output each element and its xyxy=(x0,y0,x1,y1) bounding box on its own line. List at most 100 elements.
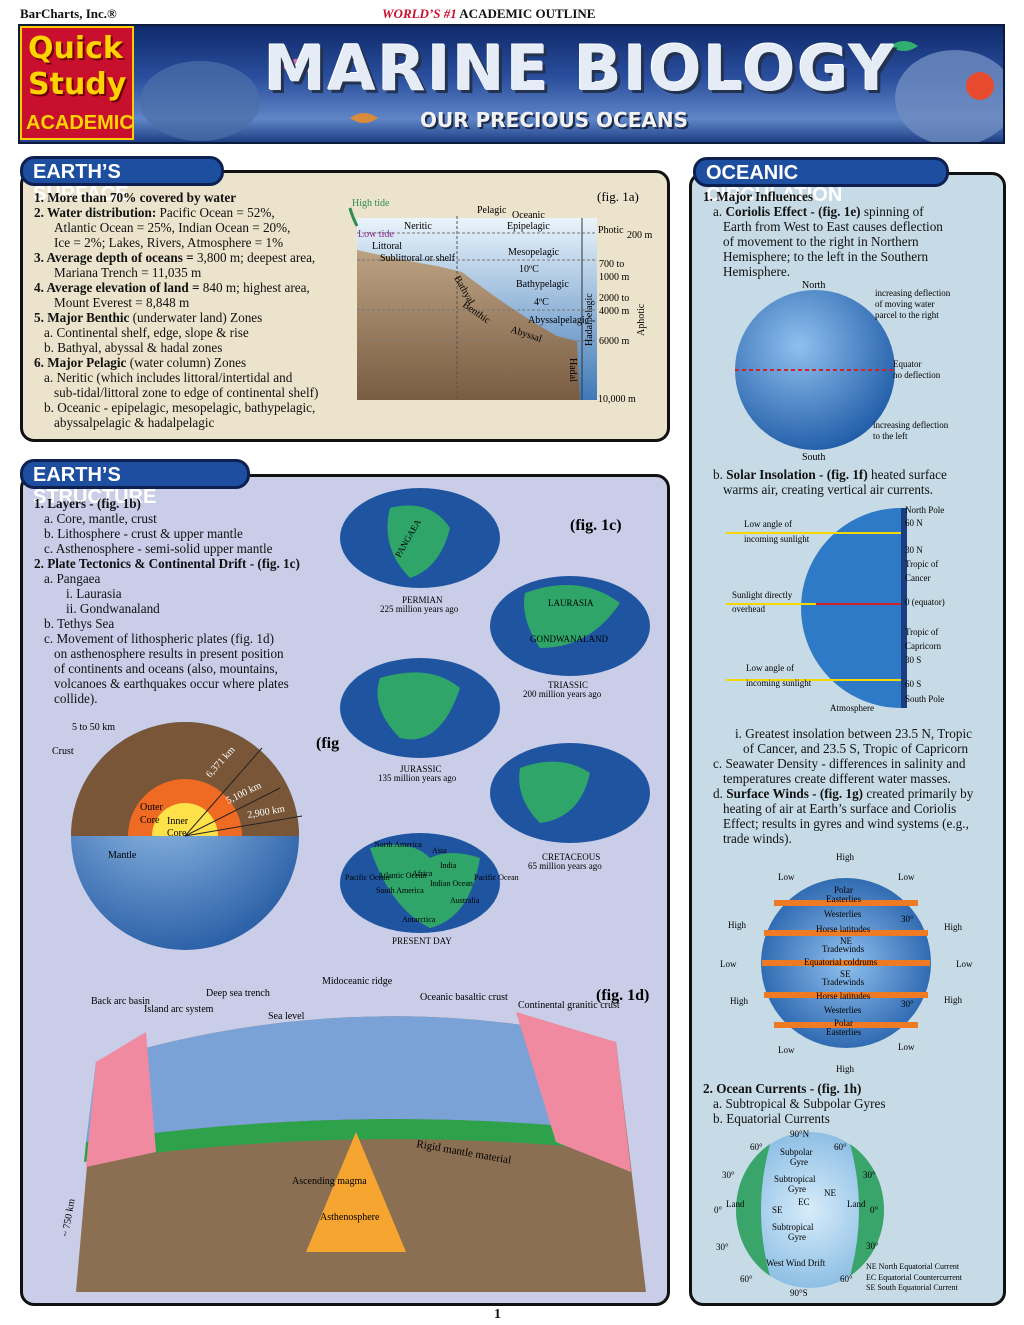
list-item: trade winds). xyxy=(703,831,973,846)
depth-10000-label: 10,000 m xyxy=(598,394,636,405)
list-item: 1. More than 70% covered by water xyxy=(34,190,318,205)
list-item: 1. Layers - (fig. 1b) xyxy=(34,496,300,511)
list-item-text: c. Seawater Density - differences in sal… xyxy=(713,756,966,771)
littoral-label: Littoral xyxy=(372,241,402,252)
depth-4000-label: 4000 m xyxy=(599,306,630,317)
list-item: Hemisphere. xyxy=(703,264,943,279)
list-item-text: i. Greatest insolation between 23.5 N, T… xyxy=(735,726,972,741)
list-item-bold: 3. Average depth of oceans = xyxy=(34,250,194,265)
low-top-left-label: Low xyxy=(778,872,795,882)
list-item-bold: 2. Ocean Currents - (fig. 1h) xyxy=(703,1081,862,1096)
fig-1c-continental-drift: (fig. 1c) PANGAEA PERMIAN 225 million ye… xyxy=(340,488,650,946)
west-wind-drift-label: West Wind Drift xyxy=(766,1258,826,1268)
lat-60-nw-label: 60° xyxy=(750,1142,763,1152)
list-item: d. Surface Winds - (fig. 1g) created pri… xyxy=(703,786,973,801)
left-deflection-2: to the left xyxy=(873,431,908,441)
list-item-text: Mount Everest = 8,848 m xyxy=(54,295,190,310)
depth-6000-label: 6000 m xyxy=(599,336,630,347)
sunlight-direct-1: Sunlight directly xyxy=(732,590,793,600)
high-bottom-label: High xyxy=(836,1064,855,1074)
lat-30-sw-label: 30° xyxy=(716,1242,729,1252)
logo-study: Study xyxy=(28,67,127,102)
no-deflection-label: no deflection xyxy=(893,370,941,380)
list-item: abyssalpelagic & hadalpelagic xyxy=(34,415,318,430)
subpolar-north-gyre: Gyre xyxy=(790,1157,808,1167)
south-pole-label: South Pole xyxy=(905,694,944,704)
list-item-bold: 6. Major Pelagic xyxy=(34,355,127,370)
fig-1f-solar-insolation-diagram: Low angle of incoming sunlight Sunlight … xyxy=(726,505,945,713)
tradewinds-north-label: Tradewinds xyxy=(822,944,865,954)
lat-0-w-label: 0° xyxy=(714,1205,723,1215)
title-banner xyxy=(18,24,1005,144)
low-angle-top-1: Low angle of xyxy=(744,519,792,529)
list-item-text: of movement to the right in Northern xyxy=(723,234,919,249)
low-angle-top-2: incoming sunlight xyxy=(744,534,810,544)
right-deflection-2: of moving water xyxy=(875,299,934,309)
left-deflection-1: increasing deflection xyxy=(873,420,949,430)
permian-globe: PANGAEA PERMIAN 225 million years ago xyxy=(340,488,500,614)
right-deflection-3: parcel to the right xyxy=(875,310,939,320)
list-item-text: a. Pangaea xyxy=(44,571,101,586)
list-item-bold: 1. Major Influences xyxy=(703,189,814,204)
list-item: 6. Major Pelagic (water column) Zones xyxy=(34,355,318,370)
easterlies-south-label: Easterlies xyxy=(826,1027,861,1037)
lat-30-ne-label: 30° xyxy=(863,1170,876,1180)
fig-1a-label: (fig. 1a) xyxy=(597,189,639,204)
list-item: b. Tethys Sea xyxy=(34,616,300,631)
page-title: MARINE BIOLOGY xyxy=(264,32,896,105)
publisher-name: BarCharts, Inc.® xyxy=(20,6,117,21)
list-item-text: Mariana Trench = 11,035 m xyxy=(54,265,202,280)
list-item-text: temperatures create different water mass… xyxy=(723,771,951,786)
list-item: temperatures create different water mass… xyxy=(703,771,973,786)
subpolar-north-label: Subpolar xyxy=(780,1147,813,1157)
tagline: WORLD’S #1 ACADEMIC OUTLINE xyxy=(382,6,595,22)
list-item: a. Coriolis Effect - (fig. 1e) spinning … xyxy=(703,204,943,219)
list-item-text: (water column) Zones xyxy=(126,355,247,370)
high-left-lower-label: High xyxy=(730,996,749,1006)
quick-study-logo: Quick Study ACADEMIC xyxy=(20,26,134,140)
list-item-text: b. xyxy=(713,467,727,482)
list-item-text: volcanoes & earthquakes occur where plat… xyxy=(54,676,289,691)
fig-1c-label: (fig. 1c) xyxy=(570,517,622,534)
ten-degrees-label: 10ºC xyxy=(519,264,539,275)
list-item-text: Ice = 2%; Lakes, Rivers, Atmosphere = 1% xyxy=(54,235,284,250)
island-arc-label: Island arc system xyxy=(144,1004,214,1015)
deep-sea-trench-label: Deep sea trench xyxy=(206,988,270,999)
inner-core-label: Inner xyxy=(167,816,189,827)
list-item-bold: Solar Insolation - (fig. 1f) xyxy=(726,467,868,482)
right-deflection-1: increasing deflection xyxy=(875,288,951,298)
list-item-text: c. Asthenosphere - semi-solid upper mant… xyxy=(44,541,273,556)
list-item: 1. Major Influences xyxy=(703,189,943,204)
north-label: North xyxy=(802,280,825,291)
list-item: a. Core, mantle, crust xyxy=(34,511,300,526)
australia-label: Australia xyxy=(450,896,480,905)
horse-south-label: Horse latitudes xyxy=(816,991,871,1001)
oceanic-circulation-heading: OCEANIC CIRCULATION xyxy=(693,157,949,206)
polar-north-label: Polar xyxy=(834,885,853,895)
south-america-label: South America xyxy=(376,886,424,895)
westerlies-south-label: Westerlies xyxy=(824,1005,862,1015)
logo-quick: Quick xyxy=(28,31,123,66)
fig-1d-plate-tectonics-diagram: (fig. 1d) Back arc basin Island arc syst… xyxy=(60,976,649,1292)
midoceanic-ridge-label: Midoceanic ridge xyxy=(322,976,393,987)
oceanic-label: Oceanic xyxy=(512,210,545,221)
list-item: a. Subtropical & Subpolar Gyres xyxy=(703,1096,886,1111)
westerlies-north-label: Westerlies xyxy=(824,909,862,919)
four-degrees-label: 4ºC xyxy=(534,297,549,308)
high-right-label: High xyxy=(944,922,963,932)
triassic-label: TRIASSIC xyxy=(548,680,588,690)
coral-fish-illustration xyxy=(140,41,1003,142)
list-item-text: b. Bathyal, abyssal & hadal zones xyxy=(44,340,223,355)
list-item-text: heated surface xyxy=(867,467,947,482)
list-item-text: d. xyxy=(713,786,727,801)
hadal-label: Hadal xyxy=(567,358,578,382)
jurassic-age: 135 million years ago xyxy=(378,773,457,783)
mantle-label: Mantle xyxy=(108,850,137,861)
asthenosphere-label: Asthenosphere xyxy=(320,1212,380,1223)
depth-1000-label: 1000 m xyxy=(599,272,630,283)
present-day-globe: North America Asia Atlantic Ocean Africa… xyxy=(340,833,519,946)
ec-current-label: EC xyxy=(798,1197,810,1207)
land-right-label: Land xyxy=(847,1199,866,1209)
list-item: Earth from West to East causes deflectio… xyxy=(703,219,943,234)
